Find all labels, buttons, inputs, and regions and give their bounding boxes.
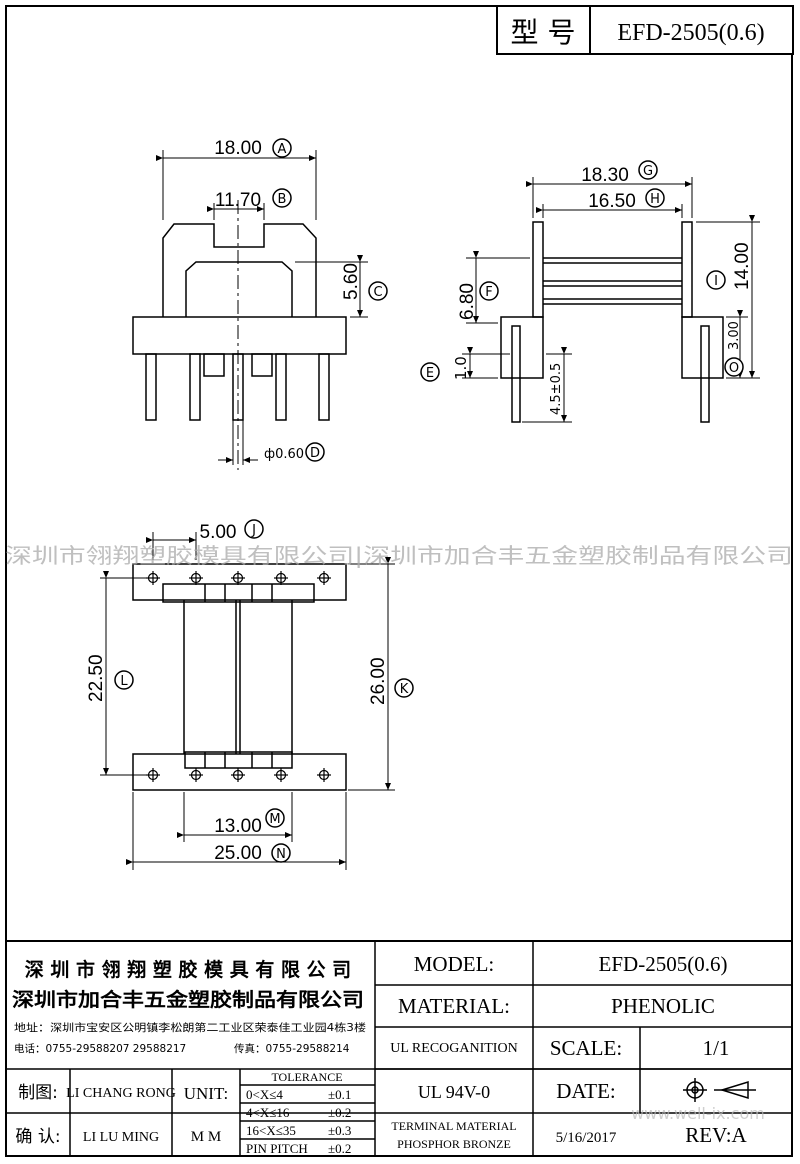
- tolerance-title: TOLERANCE: [271, 1070, 342, 1084]
- company-fax: 传真：0755-29588214: [234, 1042, 350, 1055]
- pin-marker: [317, 768, 331, 782]
- dim-k-value: 26.00: [368, 657, 389, 705]
- tol-range-3: 16<X≤35: [246, 1123, 296, 1138]
- pin-marker: [189, 768, 203, 782]
- dim-a-value: 18.00: [214, 138, 262, 159]
- dim-f-tag: F: [485, 285, 492, 300]
- side-view: [462, 177, 760, 423]
- dim-d-tag: D: [310, 446, 320, 461]
- revision: REV:A: [685, 1123, 747, 1147]
- pin-marker: [274, 571, 288, 585]
- title-label: 型 号: [511, 16, 576, 49]
- tol-val-4: ±0.2: [328, 1141, 351, 1156]
- pin-marker: [231, 768, 245, 782]
- drawn-by: LI CHANG RONG: [66, 1086, 176, 1101]
- dim-i-value: 14.00: [732, 242, 753, 290]
- scale-label: SCALE:: [550, 1036, 622, 1060]
- drawing-frame: [5, 5, 793, 1157]
- dim-g-value: 18.30: [581, 165, 629, 186]
- side-dim-labels: 18.30 G 16.50 H 6.80 F 14.00 I 3.00 O 1.…: [420, 160, 753, 415]
- pin-marker: [231, 571, 245, 585]
- dim-b-tag: B: [278, 192, 287, 207]
- pin-marker: [146, 571, 160, 585]
- tol-val-2: ±0.2: [328, 1105, 351, 1120]
- checked-by: LI LU MING: [83, 1130, 159, 1145]
- ul-value: UL 94V-0: [418, 1082, 490, 1102]
- dim-l-value: 22.50: [86, 654, 107, 702]
- projection-symbol-icon: [683, 1078, 756, 1102]
- title-block-text: 深 圳 市 翎 翔 塑 胶 模 具 有 限 公 司 深圳市加合丰五金塑胶制品有限…: [12, 952, 765, 1156]
- unit-label: UNIT:: [184, 1084, 228, 1103]
- dim-f-value: 6.80: [457, 283, 478, 320]
- dim-a-tag: A: [278, 142, 287, 157]
- pin-marker: [146, 768, 160, 782]
- dim-c-value: 5.60: [341, 263, 362, 300]
- dim-i-tag: I: [714, 274, 718, 289]
- title-block: [7, 940, 793, 1157]
- dim-o-value: 3.00: [727, 321, 742, 350]
- company-name-1: 深 圳 市 翎 翔 塑 胶 模 具 有 限 公 司: [25, 958, 351, 981]
- watermark-text: 深圳市翎翔塑胶模具有限公司|深圳市加合丰五金塑胶制品有限公司: [5, 544, 793, 569]
- model-value: EFD-2505(0.6): [599, 952, 728, 976]
- dim-n-tag: N: [276, 847, 286, 862]
- date-value: 5/16/2017: [556, 1130, 617, 1146]
- pin-marker: [189, 571, 203, 585]
- dim-k-tag: K: [400, 682, 409, 697]
- terminal-material: PHOSPHOR BRONZE: [397, 1137, 511, 1151]
- dim-j-value: 5.00: [200, 522, 237, 543]
- tol-range-2: 4<X≤16: [246, 1105, 290, 1120]
- ul-label: UL RECOGANITION: [390, 1041, 517, 1056]
- front-view: [132, 150, 368, 470]
- tol-range-4: PIN PITCH: [246, 1141, 308, 1156]
- dim-e-tag: E: [426, 366, 434, 381]
- dim-m-value: 13.00: [214, 816, 262, 837]
- dim-j-tag: J: [251, 523, 256, 538]
- tol-range-1: 0<X≤4: [246, 1087, 283, 1102]
- model-label: MODEL:: [414, 952, 495, 976]
- dim-b-value: 11.70: [215, 190, 261, 211]
- drawn-label: 制图:: [18, 1083, 58, 1103]
- dim-o-tag: O: [729, 361, 739, 376]
- dim-pin-ext-value: 4.5±0.5: [549, 363, 564, 415]
- bottom-view: [100, 532, 395, 870]
- dim-g-tag: G: [643, 164, 653, 179]
- front-dim-labels: 18.00 A 11.70 B 5.60 C ф0.60 D: [214, 138, 388, 462]
- unit-value: M M: [191, 1129, 221, 1145]
- terminal-label: TERMINAL MATERIAL: [391, 1119, 516, 1133]
- dim-m-tag: M: [269, 812, 280, 827]
- dim-l-tag: L: [120, 674, 128, 689]
- title-box: 型 号 EFD-2505(0.6): [496, 5, 794, 55]
- date-label: DATE:: [556, 1079, 616, 1103]
- bottom-pins: [146, 571, 331, 782]
- tol-val-3: ±0.3: [328, 1123, 351, 1138]
- check-label: 确 认:: [15, 1127, 60, 1147]
- dim-h-tag: H: [650, 192, 660, 207]
- bottom-dim-labels: 5.00 J 22.50 L 26.00 K 13.00 M 25.00 N: [86, 519, 414, 864]
- dim-e-value: 1.0: [452, 356, 470, 380]
- watermark-site: www.well-ix.com: [631, 1104, 765, 1123]
- tol-val-1: ±0.1: [328, 1087, 351, 1102]
- company-name-2: 深圳市加合丰五金塑胶制品有限公司: [12, 988, 364, 1011]
- dim-h-value: 16.50: [588, 191, 636, 212]
- company-phone: 电话：0755-29588207 29588217: [14, 1042, 186, 1055]
- material-label: MATERIAL:: [398, 994, 510, 1018]
- pin-marker: [274, 768, 288, 782]
- company-address: 地址：深圳市宝安区公明镇李松朗第二工业区荣泰佳工业园4栋3楼: [14, 1021, 367, 1034]
- dim-n-value: 25.00: [214, 843, 262, 864]
- material-value: PHENOLIC: [611, 994, 715, 1018]
- scale-value: 1/1: [703, 1036, 730, 1060]
- dim-d-value: ф0.60: [264, 447, 304, 462]
- dim-c-tag: C: [373, 285, 382, 300]
- title-model: EFD-2505(0.6): [617, 20, 764, 46]
- pin-marker: [317, 571, 331, 585]
